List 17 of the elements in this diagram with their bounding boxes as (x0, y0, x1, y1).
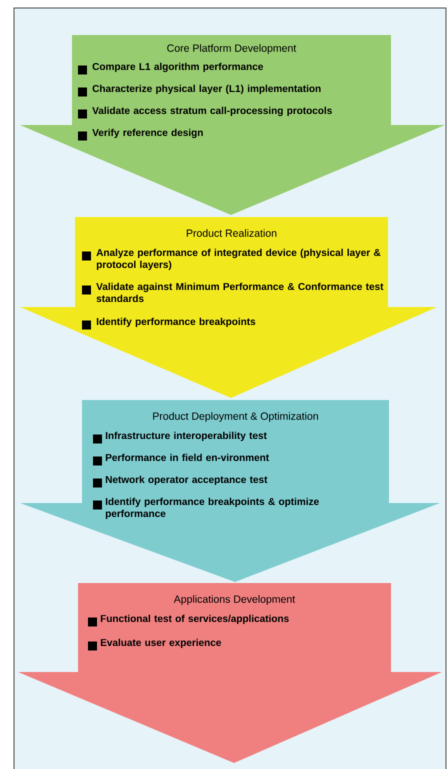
heading: Applications Development (174, 595, 296, 605)
heading: Product Deployment & Optimization (153, 412, 318, 422)
bullet-text: Compare L1 algorithm performance (92, 62, 263, 72)
bullet-text: Performance in field en-vironment (106, 454, 269, 462)
bullet-text: Network operator acceptance test (106, 476, 268, 486)
heading: Product Realization (186, 229, 276, 237)
bullet-text: Analyze performance of integrated device (physical layer & protocol layers) (96, 248, 380, 270)
bullet-text: Identify performance breakpoints (96, 318, 256, 328)
bullet-text: Verify reference design (92, 128, 203, 138)
bullet-text: Identify performance breakpoints & optimize performance (106, 498, 319, 520)
bullet-text: Validate access stratum call-processing protocols (92, 106, 332, 116)
bullet-text: Infrastructure interoperability test (106, 432, 267, 442)
bullet-text: Functional test of services/applications (100, 614, 289, 624)
heading: Core Platform Development (167, 44, 296, 54)
bullet-text: Evaluate user experience (100, 638, 222, 648)
bullet-text: Characterize physical layer (L1) implementation (92, 84, 321, 94)
bullet-text: Validate against Minimum Performance & Conformance test standards (96, 282, 384, 302)
